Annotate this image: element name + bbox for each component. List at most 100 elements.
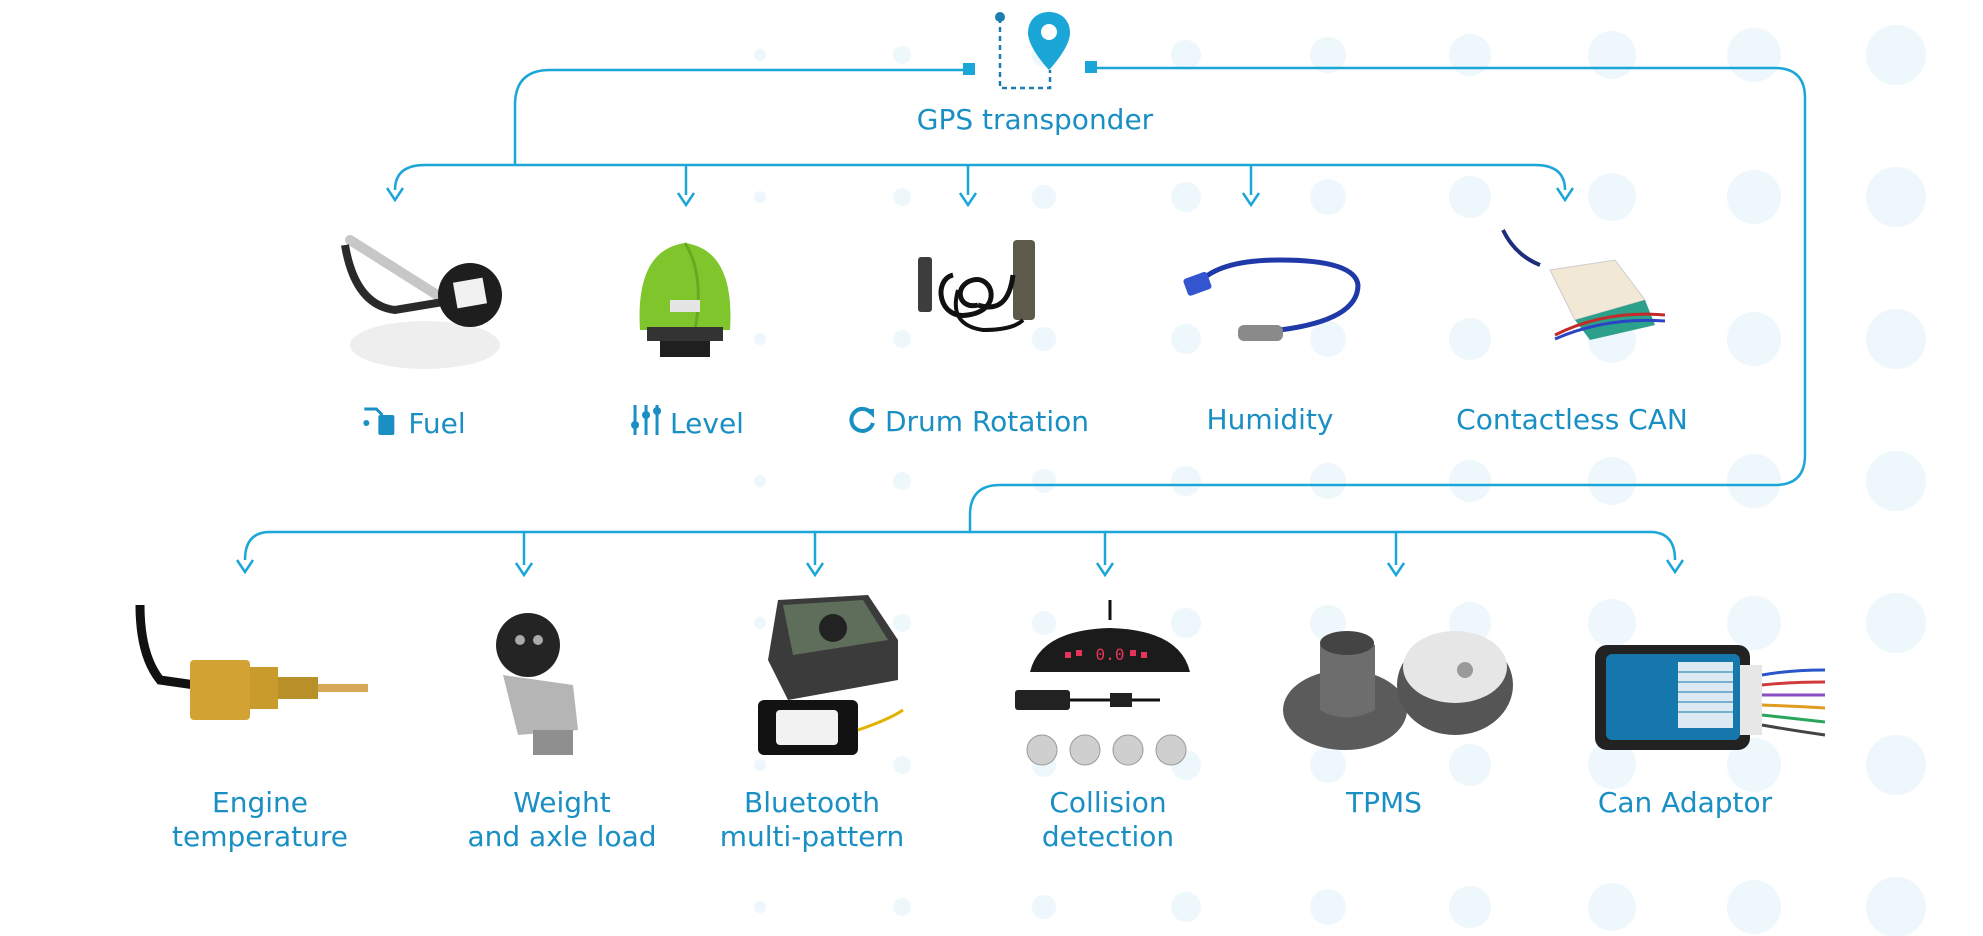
drum-rotation-label: Drum Rotation: [847, 403, 1089, 439]
bottom-bus-left-curve: [243, 530, 271, 561]
tpms-label: TPMS: [1346, 786, 1422, 820]
background-dot: [1588, 741, 1636, 789]
background-dot: [1310, 463, 1346, 499]
dashed-route: [998, 18, 1052, 90]
background-dot: [1032, 327, 1056, 351]
collision-line2: detection: [1041, 820, 1175, 853]
arrowhead: [1386, 562, 1406, 578]
background-dot: [1310, 37, 1346, 73]
fuel-sensor-image: [341, 235, 502, 369]
background-dot: [1032, 611, 1056, 635]
background-dot: [1727, 596, 1781, 650]
arrowhead: [514, 562, 534, 578]
tpms-line1: TPMS: [1346, 786, 1422, 819]
background-dot: [1588, 457, 1636, 505]
background-dot: [1866, 451, 1926, 511]
engine-temperature-line1: Engine: [212, 786, 308, 819]
background-dot: [1866, 309, 1926, 369]
weight-label: Weight and axle load: [467, 786, 656, 854]
bluetooth-line1: Bluetooth: [744, 786, 880, 819]
background-dot: [1310, 889, 1346, 925]
contactless-can-label: Contactless CAN: [1456, 403, 1688, 436]
weight-line2: and axle load: [467, 820, 657, 853]
background-dot: [893, 46, 911, 64]
collision-label: Collision detection: [1042, 786, 1174, 854]
arrowhead: [958, 192, 978, 208]
background-dot: [1032, 895, 1056, 919]
can-adaptor-label: Can Adaptor: [1598, 786, 1772, 820]
background-dot: [1866, 167, 1926, 227]
humidity-label: Humidity: [1206, 403, 1334, 436]
arrowhead: [1241, 192, 1261, 208]
contactless-can-image: [1501, 229, 1665, 341]
bottom-bus-line: [270, 530, 1677, 561]
background-dot: [1310, 747, 1346, 783]
background-dot: [1449, 318, 1491, 360]
background-dot: [1449, 176, 1491, 218]
level-label: Level: [630, 403, 744, 441]
top-bus-line: [425, 163, 1567, 191]
humidity-sensor-image: [1183, 257, 1361, 341]
background-dot: [1449, 744, 1491, 786]
background-dot: [893, 898, 911, 916]
arrowhead: [1095, 562, 1115, 578]
background-dot: [893, 756, 911, 774]
drum-rotation-sensor-image: [918, 240, 1035, 333]
background-dot: [1727, 312, 1781, 366]
bluetooth-line2: multi-pattern: [719, 820, 905, 853]
background-dot: [1310, 179, 1346, 215]
svg-text:0.0: 0.0: [1096, 645, 1125, 664]
background-dot: [1449, 460, 1491, 502]
tpms-sensor-image: [1283, 631, 1513, 750]
background-dot: [893, 614, 911, 632]
level-sensor-image: [639, 242, 731, 357]
arrowhead: [235, 559, 255, 575]
background-dot: [754, 759, 766, 771]
collision-sensor-image: 0.0: [1015, 600, 1190, 766]
arrowhead: [1665, 559, 1685, 575]
engine-temperature-label: Engine temperature: [172, 786, 348, 854]
top-bus-left-curve: [393, 163, 426, 191]
background-dot: [1171, 182, 1201, 212]
engine-temperature-sensor-image: [135, 605, 368, 720]
drum-rotation-text: Drum Rotation: [884, 405, 1090, 438]
background-dot: [754, 901, 766, 913]
background-dot: [1171, 324, 1201, 354]
level-sliders-icon: [631, 405, 662, 435]
background-dot: [754, 333, 766, 345]
background-dot: [1727, 738, 1781, 792]
background-dot: [1449, 34, 1491, 76]
background-dot: [1866, 877, 1926, 936]
background-dot: [1310, 321, 1346, 357]
arrowhead: [385, 187, 405, 203]
arrowhead: [805, 562, 825, 578]
background-dot: [754, 49, 766, 61]
bluetooth-sensor-image: [758, 595, 904, 755]
background-dot: [1727, 454, 1781, 508]
hub-left-connector: [513, 68, 968, 165]
rotation-icon: [849, 406, 875, 433]
map-pin-icon: [1028, 12, 1070, 70]
background-dot: [1032, 469, 1056, 493]
background-dot: [1866, 735, 1926, 795]
background-dot: [1588, 883, 1636, 931]
level-text: Level: [670, 407, 744, 440]
collision-line1: Collision: [1049, 786, 1167, 819]
background-dot: [1032, 185, 1056, 209]
arrowhead: [1555, 187, 1575, 203]
background-dot: [1866, 25, 1926, 85]
weight-sensor-image: [496, 613, 578, 755]
hub-port-right: [1085, 61, 1097, 73]
hub-label: GPS transponder: [916, 103, 1154, 136]
hub-port-left: [963, 63, 975, 75]
background-dot: [1171, 608, 1201, 638]
background-dot: [1588, 599, 1636, 647]
fuel-text: Fuel: [408, 407, 466, 440]
can-adaptor-image: [1595, 645, 1826, 750]
background-dot: [1727, 170, 1781, 224]
arrowhead: [676, 192, 696, 208]
weight-line1: Weight: [513, 786, 611, 819]
bluetooth-label: Bluetooth multi-pattern: [720, 786, 905, 854]
